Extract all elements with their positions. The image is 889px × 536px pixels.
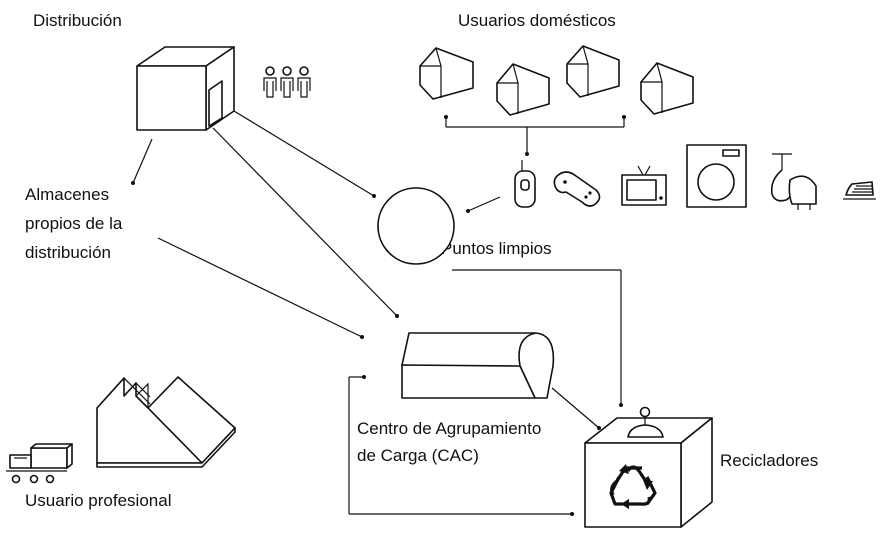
- washing-machine-icon: [686, 144, 747, 208]
- dome-antenna: [627, 406, 664, 438]
- recycler-box: [584, 406, 713, 528]
- label-usuarios-domesticos: Usuarios domésticos: [458, 11, 616, 30]
- factory-icon: [96, 376, 236, 468]
- label-almacenes-line2: propios de la: [25, 214, 123, 233]
- hairdryer-icon: [770, 153, 817, 210]
- people-icon: [263, 66, 311, 98]
- baby-monitor-icon: [514, 160, 536, 208]
- truck-icon: [6, 443, 73, 484]
- house-icon-2: [496, 63, 550, 116]
- label-distribucion: Distribución: [33, 11, 122, 30]
- recycle-icon: [609, 464, 657, 509]
- label-cac-line1: Centro de Agrupamiento: [357, 419, 541, 438]
- label-almacenes-line3: distribución: [25, 243, 111, 262]
- label-puntos-limpios: Puntos limpios: [441, 239, 552, 258]
- gamepad-icon: [553, 171, 601, 207]
- iron-icon: [843, 181, 876, 200]
- label-cac-line2: de Carga (CAC): [357, 446, 479, 465]
- label-recicladores: Recicladores: [720, 451, 818, 470]
- store-icon: [136, 46, 235, 131]
- label-usuario-profesional: Usuario profesional: [25, 491, 171, 510]
- label-almacenes-line1: Almacenes: [25, 185, 109, 204]
- house-icon-1: [419, 47, 474, 100]
- warehouse-icon: [401, 332, 555, 399]
- house-icon-4: [640, 62, 694, 115]
- house-icon-3: [566, 45, 620, 98]
- connector-lines: [131, 110, 626, 516]
- puntos-limpios-circle: [377, 187, 455, 265]
- tv-icon: [621, 165, 667, 206]
